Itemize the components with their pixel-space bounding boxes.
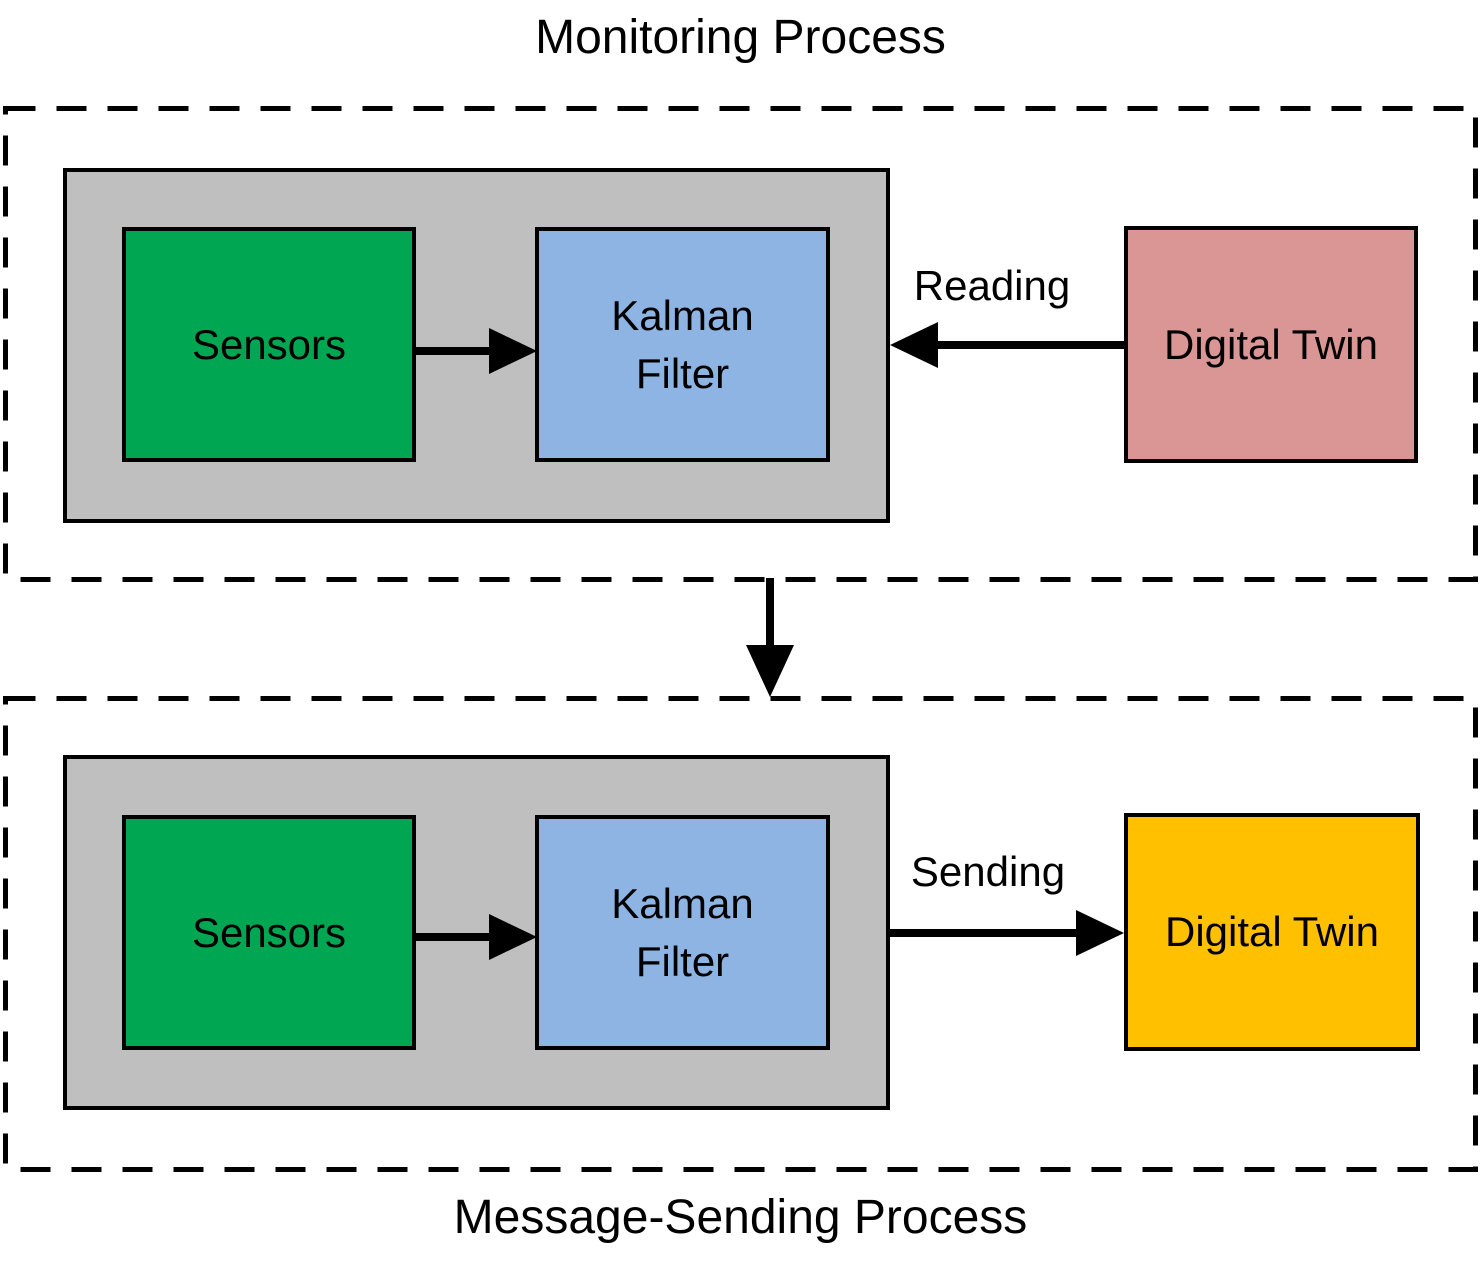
sending-arrow-line	[888, 929, 1080, 937]
message-sending-process-title: Message-Sending Process	[453, 1191, 1028, 1244]
reading-arrow-head	[890, 322, 938, 368]
process-connector-arrow-line	[766, 578, 774, 648]
message-sending-process-dashed-border	[3, 696, 1478, 1172]
message-sending-edge-device-container: Sensors Kalman Filter	[63, 755, 890, 1110]
message-sending-kalman-filter-label: Kalman Filter	[611, 879, 754, 985]
monitoring-kalman-filter-label: Kalman Filter	[611, 291, 754, 397]
monitoring-sensors-to-kalman-arrow-head	[489, 328, 537, 374]
monitoring-digital-twin-label: Digital Twin	[1164, 320, 1378, 368]
process-connector-arrow-head	[746, 645, 794, 697]
monitoring-sensors-to-kalman-arrow-line	[416, 347, 494, 355]
monitoring-sensors-box: Sensors	[122, 227, 416, 462]
reading-arrow-line	[934, 341, 1124, 349]
message-sending-sensors-box: Sensors	[122, 815, 416, 1050]
reading-arrow-label: Reading	[913, 262, 1071, 309]
monitoring-process-dashed-border	[3, 106, 1478, 582]
sending-arrow-label: Sending	[910, 848, 1066, 895]
monitoring-digital-twin-box: Digital Twin	[1124, 226, 1418, 463]
monitoring-edge-device-container: Sensors Kalman Filter	[63, 168, 890, 523]
monitoring-process-title: Monitoring Process	[535, 11, 946, 64]
message-sending-sensors-to-kalman-arrow-head	[489, 914, 537, 960]
sending-arrow-head	[1076, 910, 1124, 956]
monitoring-sensors-label: Sensors	[191, 320, 347, 368]
monitoring-kalman-filter-box: Kalman Filter	[535, 227, 830, 462]
message-sending-kalman-filter-box: Kalman Filter	[535, 815, 830, 1050]
message-sending-digital-twin-box: Digital Twin	[1124, 813, 1420, 1051]
message-sending-sensors-to-kalman-arrow-line	[416, 933, 494, 941]
message-sending-sensors-label: Sensors	[191, 908, 347, 956]
message-sending-digital-twin-label: Digital Twin	[1165, 908, 1379, 956]
